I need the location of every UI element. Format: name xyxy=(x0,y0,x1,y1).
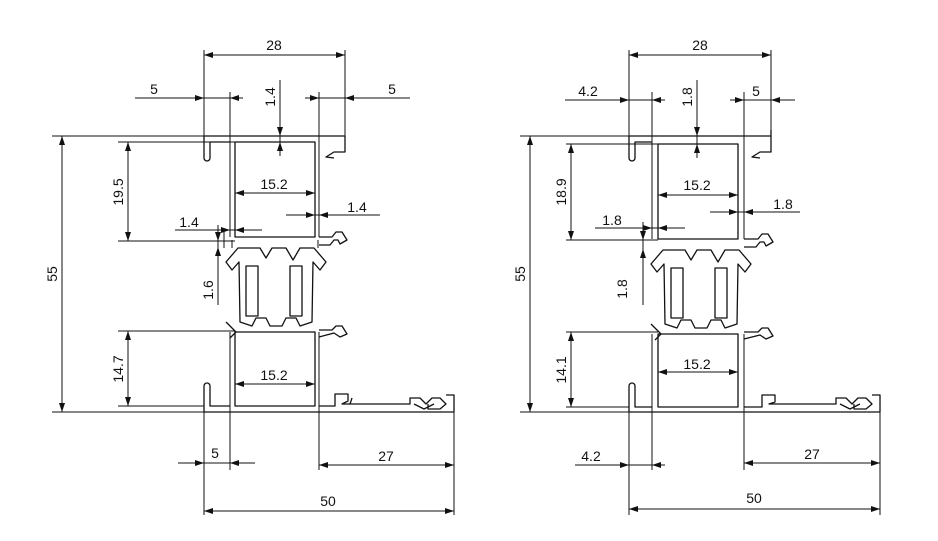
left-right-offset-label: 5 xyxy=(388,81,396,97)
right-profile: 28 4.2 1.8 5 55 18.9 15.2 1.8 1.8 1.8 14… xyxy=(512,37,881,515)
right-profile-outline xyxy=(628,130,881,413)
left-bottom-extension-label: 27 xyxy=(378,448,394,464)
left-left-offset-label: 5 xyxy=(150,81,158,97)
left-bottom-offset-label: 5 xyxy=(211,445,219,461)
left-upper-inner-width-label: 15.2 xyxy=(260,176,287,192)
right-upper-height-label: 18.9 xyxy=(553,178,569,205)
left-top-wall-label: 1.4 xyxy=(262,87,278,107)
right-inner-wall-label: 1.8 xyxy=(602,212,622,228)
right-side-wall-label: 1.8 xyxy=(773,196,793,212)
left-profile-outline xyxy=(203,135,455,413)
right-dimension-labels: 28 4.2 1.8 5 55 18.9 15.2 1.8 1.8 1.8 14… xyxy=(512,37,820,506)
left-dimensions xyxy=(59,52,454,514)
left-upper-height-label: 19.5 xyxy=(110,178,126,205)
right-upper-inner-width-label: 15.2 xyxy=(683,177,710,193)
right-extension-lines xyxy=(520,50,881,515)
left-side-wall-label: 1.4 xyxy=(347,199,367,215)
left-extension-lines xyxy=(52,50,455,515)
right-bottom-extension-label: 27 xyxy=(804,446,820,462)
right-overall-height-label: 55 xyxy=(512,266,528,282)
left-inner-wall-label: 1.4 xyxy=(179,214,199,230)
left-overall-height-label: 55 xyxy=(44,266,60,282)
right-lower-inner-width-label: 15.2 xyxy=(683,356,710,372)
right-total-width-label: 50 xyxy=(746,490,762,506)
right-top-wall-label: 1.8 xyxy=(679,87,695,107)
right-top-width-label: 28 xyxy=(692,37,708,53)
left-lower-inner-width-label: 15.2 xyxy=(260,367,287,383)
right-right-offset-label: 5 xyxy=(752,83,760,99)
left-total-width-label: 50 xyxy=(320,493,336,509)
left-profile: 28 5 1.4 5 55 19.5 15.2 1.4 1.4 1.6 14.7… xyxy=(44,37,455,515)
right-break-wall-label: 1.8 xyxy=(614,279,630,299)
right-lower-height-label: 14.1 xyxy=(553,356,569,383)
left-dimension-labels: 28 5 1.4 5 55 19.5 15.2 1.4 1.4 1.6 14.7… xyxy=(44,37,396,509)
right-bottom-offset-label: 4.2 xyxy=(581,448,601,464)
right-dimensions xyxy=(527,52,880,512)
left-lower-height-label: 14.7 xyxy=(110,355,126,382)
left-break-wall-label: 1.6 xyxy=(200,280,216,300)
left-top-width-label: 28 xyxy=(266,37,282,53)
right-left-offset-label: 4.2 xyxy=(578,83,598,99)
